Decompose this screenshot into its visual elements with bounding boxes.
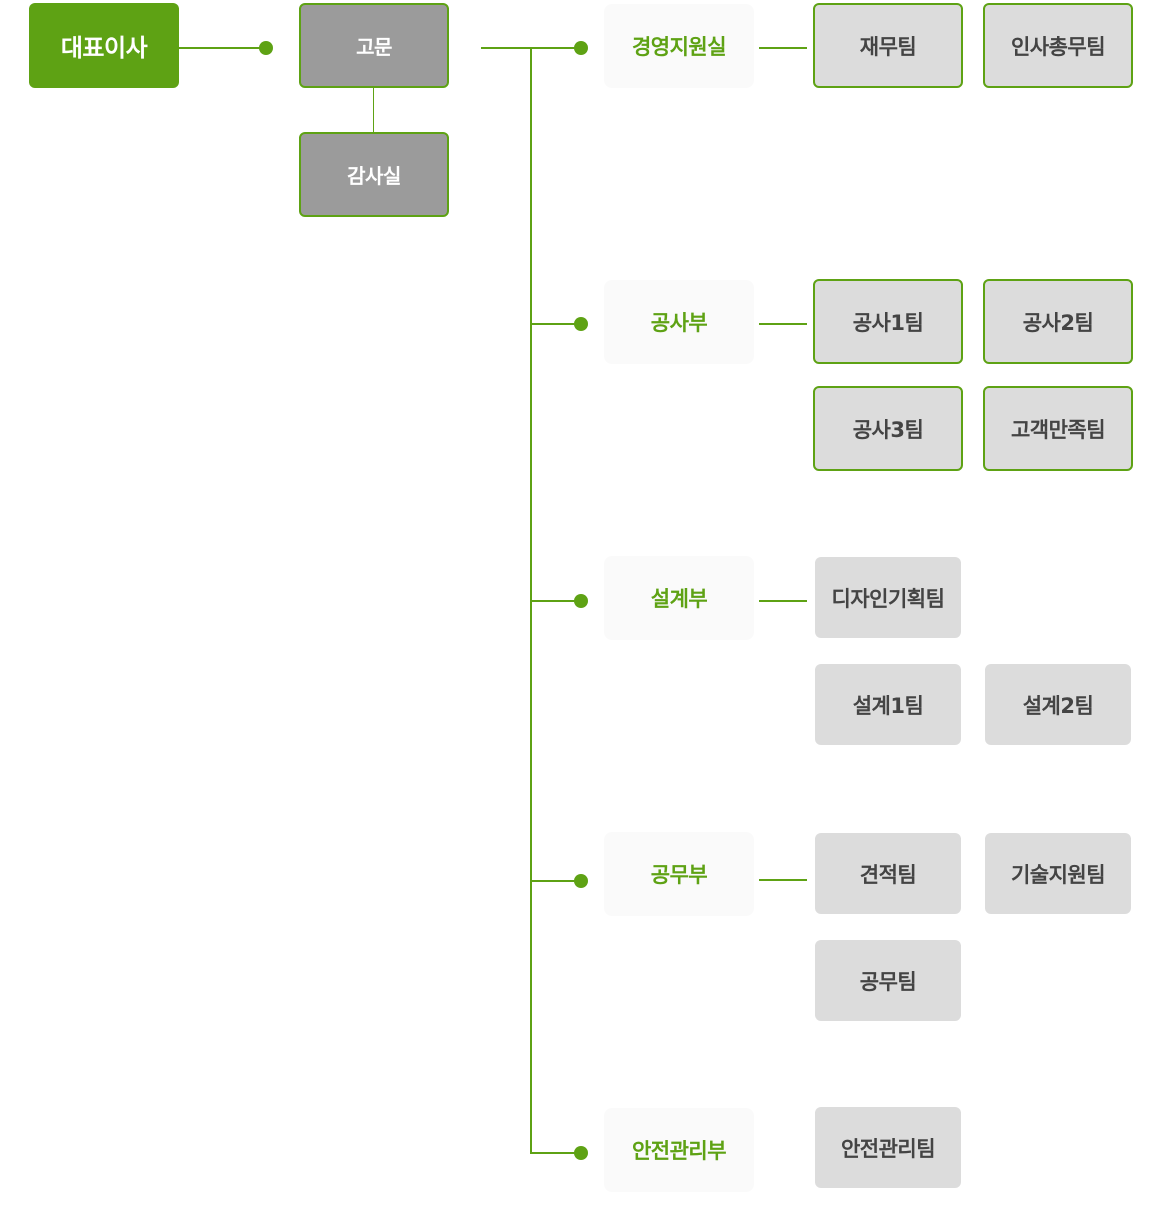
- dept-box-2: 공사부: [604, 280, 754, 364]
- advisor-box: 고문: [299, 3, 449, 88]
- connector-dot-dept-2: [574, 317, 588, 331]
- team-box: 설계1팀: [815, 664, 961, 745]
- team-box: 공사1팀: [813, 279, 963, 364]
- team-box: 공사3팀: [813, 386, 963, 471]
- connector-dept-3-teams: [759, 600, 807, 602]
- dept-box-4: 공무부: [604, 832, 754, 916]
- dept-box-3: 설계부: [604, 556, 754, 640]
- connector-dept-4-teams: [759, 879, 807, 881]
- team-box: 고객만족팀: [983, 386, 1133, 471]
- connector-trunk-dept-5: [530, 1152, 580, 1154]
- ceo-box: 대표이사: [29, 3, 179, 88]
- team-box: 디자인기획팀: [815, 557, 961, 638]
- connector-dot-dept-5: [574, 1146, 588, 1160]
- connector-trunk-dept-3: [530, 600, 580, 602]
- team-box: 공사2팀: [983, 279, 1133, 364]
- team-box: 설계2팀: [985, 664, 1131, 745]
- team-box: 공무팀: [815, 940, 961, 1021]
- connector-dept-1-teams: [759, 47, 807, 49]
- dept-box-5: 안전관리부: [604, 1108, 754, 1192]
- connector-trunk-dept-4: [530, 880, 580, 882]
- audit-office-box: 감사실: [299, 132, 449, 217]
- connector-dot-ceo: [259, 41, 273, 55]
- connector-dot-dept-4: [574, 874, 588, 888]
- team-box: 안전관리팀: [815, 1107, 961, 1188]
- connector-ceo-advisor: [179, 47, 267, 49]
- team-box: 인사총무팀: [983, 3, 1133, 88]
- dept-box-1: 경영지원실: [604, 4, 754, 88]
- connector-dept-2-teams: [759, 323, 807, 325]
- connector-trunk-dept-2: [530, 323, 580, 325]
- team-box: 견적팀: [815, 833, 961, 914]
- team-box: 기술지원팀: [985, 833, 1131, 914]
- team-box: 재무팀: [813, 3, 963, 88]
- connector-dot-dept-1: [574, 41, 588, 55]
- connector-advisor-audit: [373, 87, 374, 133]
- connector-dot-dept-3: [574, 594, 588, 608]
